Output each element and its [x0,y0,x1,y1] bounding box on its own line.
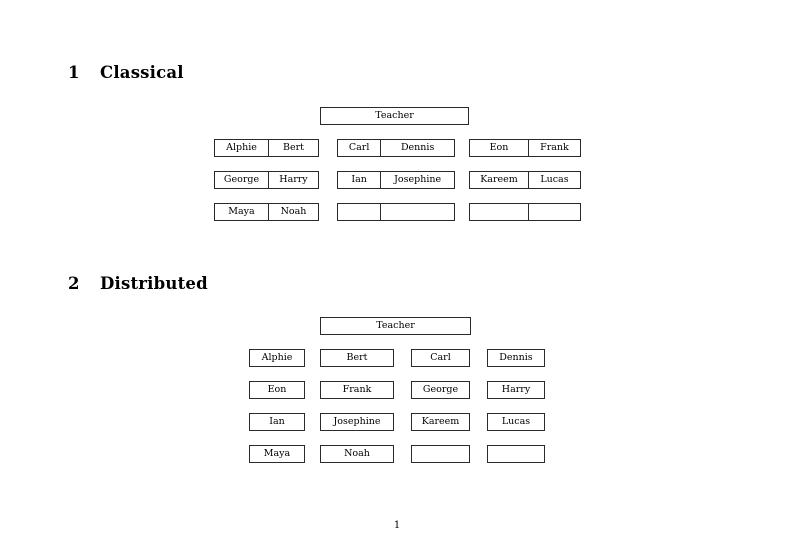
student-pair-box: Carl Dennis [337,139,455,157]
teacher-box: Teacher [320,317,471,335]
student-pair-box [469,203,581,221]
student-pair-box: George Harry [214,171,319,189]
empty-student-box [411,445,470,463]
student-cell: George [223,174,260,185]
empty-student-cell [527,204,580,220]
student-box: Frank [320,381,394,399]
student-box: Dennis [487,349,545,367]
student-box: George [411,381,470,399]
student-cell: Josephine [380,172,454,188]
student-pair-box: Maya Noah [214,203,319,221]
student-cell: Bert [267,140,318,156]
student-box: Bert [320,349,394,367]
student-cell: Kareem [480,174,518,185]
student-box: Lucas [487,413,545,431]
student-box: Alphie [249,349,305,367]
student-box: Carl [411,349,470,367]
student-box: Harry [487,381,545,399]
student-cell: Noah [267,204,318,220]
student-cell: Eon [489,142,509,153]
student-cell: Frank [527,140,580,156]
student-cell: Maya [228,206,255,217]
student-cell: Ian [351,174,367,185]
empty-student-box [487,445,545,463]
teacher-box: Teacher [320,107,469,125]
student-pair-box: Ian Josephine [337,171,455,189]
student-pair-box: Kareem Lucas [469,171,581,189]
student-pair-box: Alphie Bert [214,139,319,157]
page-number: 1 [393,520,401,531]
section-title: Distributed [100,274,208,293]
student-cell: Carl [348,142,370,153]
student-pair-box [337,203,455,221]
student-box: Maya [249,445,305,463]
student-cell: Alphie [226,142,257,153]
section-number: 2 [68,274,80,293]
section-heading-classical: 1 Classical [68,63,184,82]
student-box: Kareem [411,413,470,431]
student-cell: Lucas [527,172,580,188]
student-box: Noah [320,445,394,463]
section-heading-distributed: 2 Distributed [68,274,208,293]
student-pair-box: Eon Frank [469,139,581,157]
section-number: 1 [68,63,80,82]
student-box: Eon [249,381,305,399]
student-box: Josephine [320,413,394,431]
student-box: Ian [249,413,305,431]
student-cell: Harry [267,172,318,188]
student-cell: Dennis [380,140,454,156]
section-title: Classical [100,63,184,82]
empty-student-cell [380,204,454,220]
